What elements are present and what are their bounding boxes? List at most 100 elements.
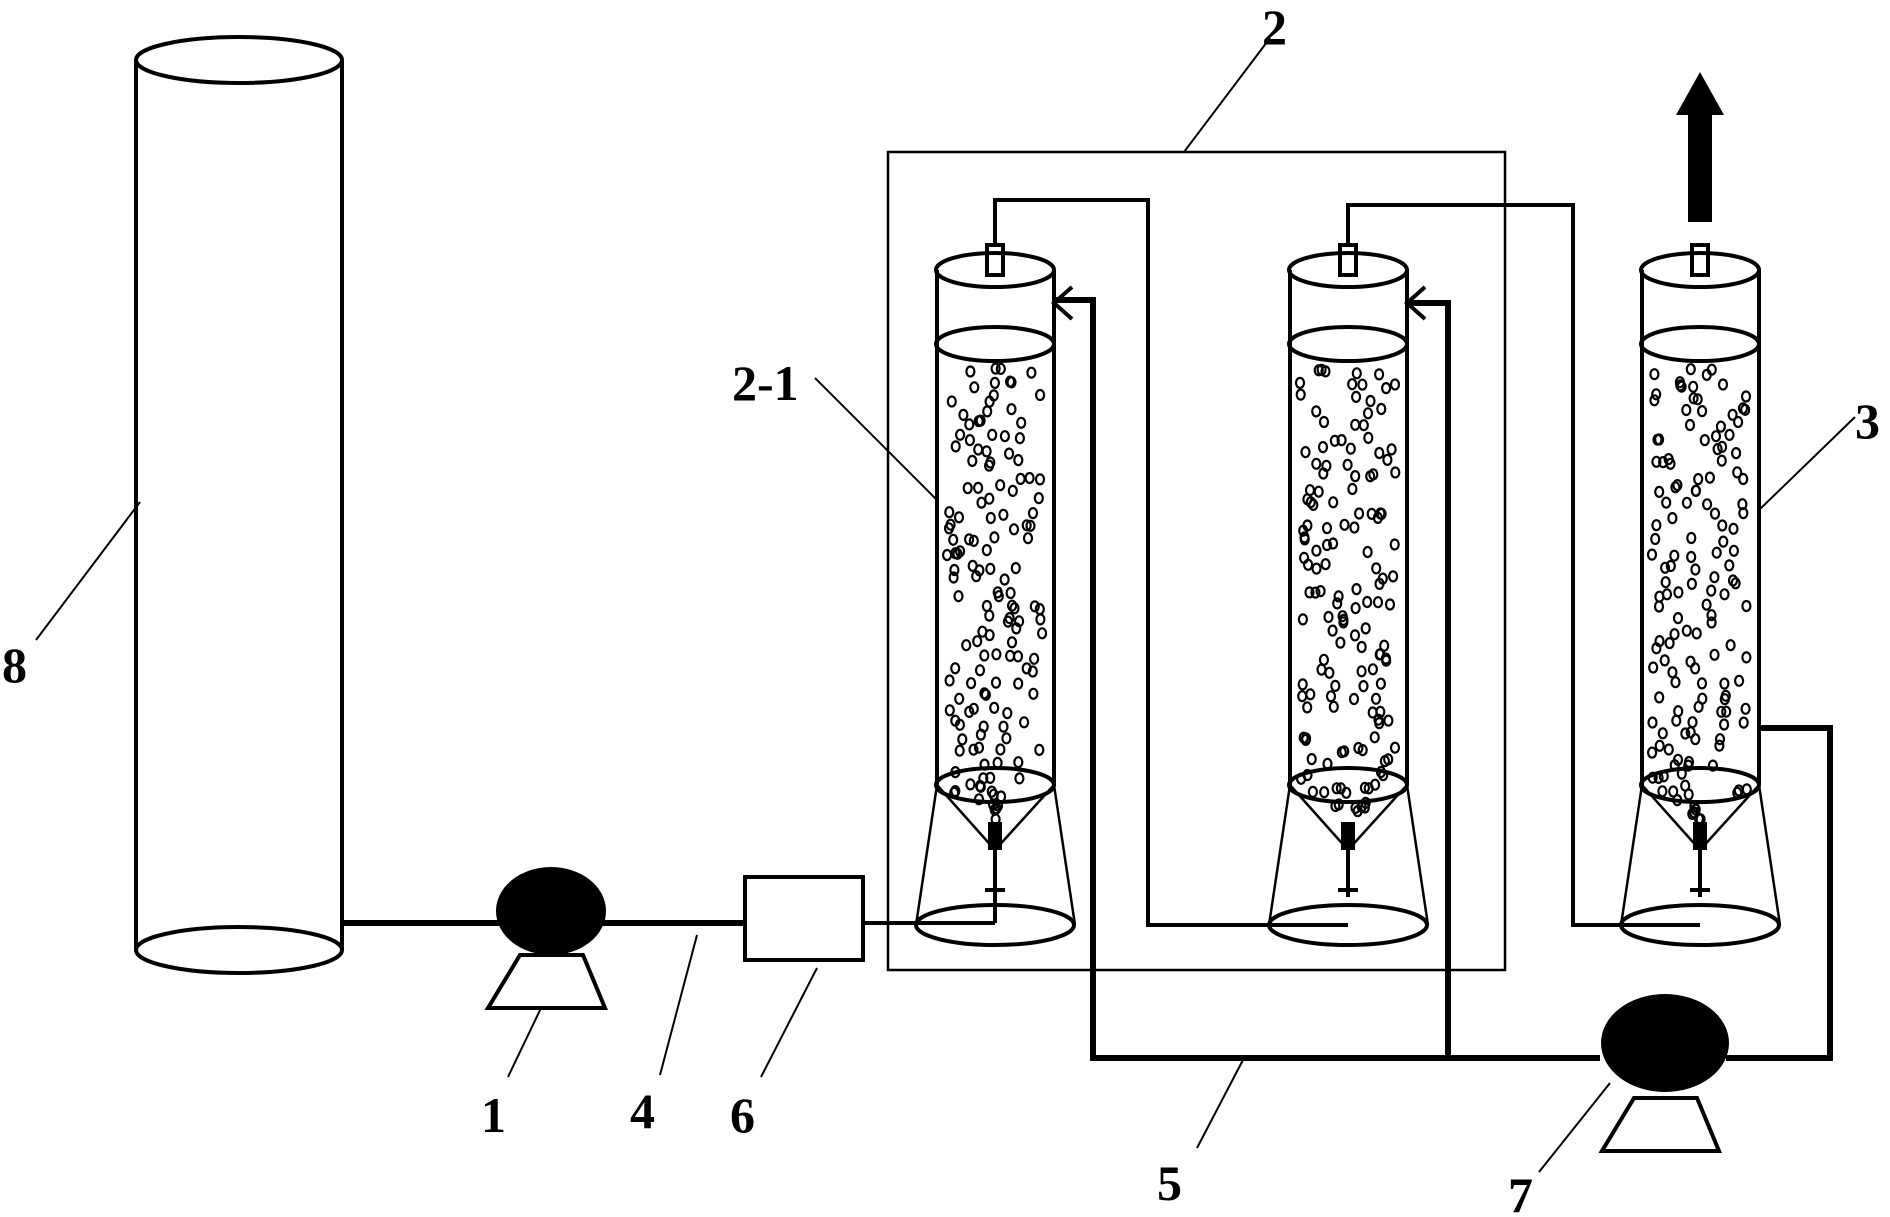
packing-bead xyxy=(1657,727,1668,740)
packing-bead xyxy=(1681,403,1692,417)
packing-bead xyxy=(1006,403,1017,416)
packing-bead xyxy=(1681,624,1692,637)
packing-bead xyxy=(1297,613,1309,626)
packing-bead xyxy=(1022,532,1034,545)
packing-bead xyxy=(1692,393,1703,406)
packing-bead xyxy=(961,639,972,652)
packing-bead xyxy=(967,559,978,573)
packing-bead xyxy=(1298,731,1309,744)
packing-bead xyxy=(991,648,1002,661)
packing-bead xyxy=(1357,743,1368,757)
packing-bead xyxy=(1363,431,1374,444)
packing-bead xyxy=(1719,588,1730,601)
packing-bead xyxy=(1646,746,1658,759)
packing-bead xyxy=(1696,405,1708,418)
packing-bead xyxy=(1330,679,1341,693)
packing-bead xyxy=(1328,496,1339,509)
packing-bead xyxy=(1706,616,1717,629)
packing-bead xyxy=(1683,788,1694,801)
packing-bead xyxy=(1719,677,1730,690)
packing-bead xyxy=(1690,733,1701,746)
packing-bead xyxy=(1318,415,1330,429)
packing-bead xyxy=(954,428,966,441)
packing-bead xyxy=(1711,546,1722,559)
packing-bead xyxy=(1021,519,1032,532)
packing-bead xyxy=(1345,442,1356,455)
packing-bead xyxy=(1379,754,1391,768)
packing-bead xyxy=(1660,576,1671,589)
packing-bead xyxy=(1676,380,1687,393)
packing-bead xyxy=(1295,388,1306,401)
packing-bead xyxy=(950,765,961,779)
packing-bead xyxy=(1328,700,1339,713)
packing-bead xyxy=(1389,538,1400,551)
packing-bead xyxy=(1378,769,1389,782)
packing-bead xyxy=(1029,600,1040,613)
packing-bead xyxy=(964,705,975,719)
packing-bead xyxy=(971,570,982,583)
packing-bead xyxy=(950,440,961,453)
packing-bead xyxy=(972,635,983,648)
packing-bead xyxy=(1706,609,1717,622)
packing-bead xyxy=(1380,382,1392,395)
packing-bead xyxy=(1737,402,1749,415)
packing-bead xyxy=(1651,455,1662,468)
feed-pump xyxy=(484,867,608,1010)
packing-bead xyxy=(995,362,1006,375)
packing-bead xyxy=(1665,457,1676,470)
packing-bead xyxy=(1688,380,1699,393)
packing-bead xyxy=(1027,665,1038,678)
packing-bead xyxy=(981,445,992,458)
reservoir-tank xyxy=(134,35,344,975)
packing-bead xyxy=(1338,616,1349,629)
packing-bead xyxy=(1690,563,1701,576)
packing-bead xyxy=(995,790,1007,803)
packing-bead xyxy=(1664,636,1675,650)
packing-bead xyxy=(950,662,961,675)
packing-bead xyxy=(1311,457,1322,470)
packing-bead xyxy=(1661,496,1672,509)
packing-bead xyxy=(1659,654,1670,667)
packing-bead xyxy=(979,687,990,700)
packing-bead xyxy=(1357,378,1368,391)
packing-bead xyxy=(1353,507,1365,520)
packing-bead xyxy=(1008,523,1020,536)
packing-bead xyxy=(1650,532,1661,546)
packing-bead xyxy=(1333,798,1344,811)
packing-bead xyxy=(989,701,1000,714)
packing-bead xyxy=(1381,654,1392,667)
packing-bead xyxy=(1351,582,1362,596)
packing-bead xyxy=(1716,440,1728,453)
packing-bead xyxy=(989,376,1001,389)
packing-bead xyxy=(1327,624,1338,637)
column-b xyxy=(1267,243,1430,947)
packing-bead xyxy=(1738,506,1749,520)
label-column-2-1: 2-1 xyxy=(732,355,799,411)
packing-bead xyxy=(998,720,1009,733)
packing-bead xyxy=(1389,378,1401,391)
packing-bead xyxy=(968,743,979,756)
packing-bead xyxy=(1302,768,1313,782)
packing-bead xyxy=(1733,784,1744,797)
packing-bead xyxy=(1672,793,1683,807)
packing-bead xyxy=(1325,690,1337,703)
packing-bead xyxy=(1369,778,1381,791)
packing-bead xyxy=(1693,700,1704,713)
packing-bead xyxy=(1024,471,1035,485)
packing-bead xyxy=(967,454,978,467)
packing-bead xyxy=(1386,443,1397,456)
packing-bead xyxy=(1371,562,1382,575)
packing-bead xyxy=(1018,716,1030,729)
packing-bead xyxy=(1360,796,1371,810)
packing-bead xyxy=(1653,771,1664,785)
feed-pipe xyxy=(342,897,997,926)
packing-bead xyxy=(1730,577,1741,590)
packing-bead xyxy=(1006,636,1018,649)
packing-bead xyxy=(1362,407,1374,420)
packing-bead xyxy=(953,511,965,524)
packing-bead xyxy=(1356,665,1367,678)
packing-bead xyxy=(1716,454,1727,467)
packing-bead xyxy=(1649,394,1660,407)
packing-bead xyxy=(949,786,960,799)
packing-bead xyxy=(1034,743,1045,757)
